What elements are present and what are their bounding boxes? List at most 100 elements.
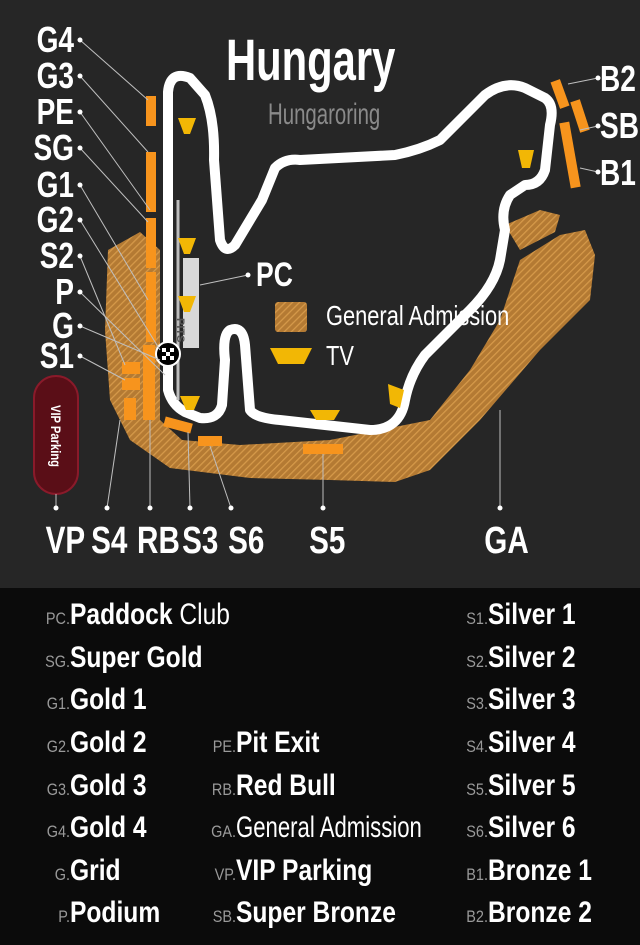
grandstand-s3	[163, 416, 193, 434]
vip-parking-label: VIP Parking	[48, 404, 64, 468]
legend-item: B1.Bronze 1	[420, 856, 615, 886]
tv-markers	[178, 118, 534, 420]
legend-name: Gold 1	[70, 683, 147, 716]
label-g: G	[52, 305, 74, 346]
label-g2: G2	[36, 199, 74, 240]
legend-code: RB.	[211, 780, 236, 799]
legend-code: G2.	[46, 737, 70, 756]
legend-item: G1.Gold 1	[0, 685, 163, 715]
legend-item: G3.Gold 3	[0, 771, 163, 801]
grandstand-s1b	[122, 378, 140, 390]
legend-code: SB.	[212, 907, 236, 926]
legend-code: GA.	[211, 822, 236, 841]
tv-icon	[180, 396, 200, 410]
grandstand-s5	[303, 444, 343, 454]
legend-name: Super Bronze	[236, 896, 396, 929]
legend-name: Podium	[70, 896, 161, 929]
label-rb: RB	[137, 520, 180, 562]
grandstand-s6	[198, 436, 222, 446]
label-g4: G4	[36, 19, 74, 60]
legend-name: Bronze 2	[488, 896, 592, 929]
legend-item: G.Grid	[0, 856, 132, 886]
label-ga: GA	[484, 520, 529, 562]
map-subtitle: Hungaroring	[268, 98, 381, 131]
legend-name: Gold 2	[70, 726, 147, 759]
legend-name: Silver 4	[488, 726, 576, 759]
legend-code: PC.	[45, 609, 70, 628]
legend-item: SG.Super Gold	[0, 643, 232, 673]
label-s4: S4	[91, 520, 128, 562]
tv-icon	[178, 296, 196, 312]
legend-code: G4.	[46, 822, 70, 841]
pc-label: PC	[256, 256, 293, 294]
map-title: Hungary	[226, 28, 396, 93]
legend-code: S5.	[466, 780, 488, 799]
grandstand-s4	[124, 398, 136, 420]
legend-name: General Admission	[236, 811, 422, 844]
legend-name: Super Gold	[70, 641, 203, 674]
grandstand-g2	[146, 272, 156, 342]
legend-item: B2.Bronze 2	[420, 898, 615, 928]
legend-code: S2.	[466, 652, 488, 671]
legend-item: S5.Silver 5	[420, 771, 595, 801]
legend-code: P.	[58, 907, 70, 926]
label-vp: VP	[45, 520, 86, 562]
legend-item: GA.General Admission	[170, 813, 488, 843]
legend-name: Bronze 1	[488, 854, 592, 887]
legend-code: G.	[54, 865, 70, 884]
label-g1: G1	[36, 164, 74, 205]
legend-item: G2.Gold 2	[0, 728, 163, 758]
grandstand-g4	[146, 96, 156, 126]
legend-name: Pit Exit	[236, 726, 320, 759]
legend-code: PE.	[212, 737, 236, 756]
grandstand-sb	[570, 99, 590, 133]
grandstand-s1	[122, 362, 140, 374]
circuit-map: Hungary Hungaroring PITS General Admissi…	[0, 0, 640, 588]
general-admission-area-north	[505, 210, 560, 250]
label-sb: SB	[600, 105, 640, 146]
legend-name: Gold 3	[70, 769, 147, 802]
grandstand-b1	[559, 121, 581, 189]
tv-legend-label: TV	[326, 340, 354, 371]
label-b2: B2	[600, 58, 636, 99]
tv-icon	[310, 410, 340, 420]
legend-name: Silver 3	[488, 683, 576, 716]
legend-name: Grid	[70, 854, 121, 887]
grandstand-g1	[146, 218, 156, 268]
legend-code: VP.	[214, 865, 236, 884]
label-s2: S2	[39, 235, 74, 276]
grandstand-g3	[146, 152, 156, 212]
label-b1: B1	[600, 152, 636, 193]
label-s5: S5	[309, 520, 346, 562]
legend-code: B1.	[466, 865, 488, 884]
tv-icon	[518, 150, 534, 168]
legend-code: SG.	[45, 652, 70, 671]
legend-item: RB.Red Bull	[170, 771, 358, 801]
legend-item: S2.Silver 2	[420, 643, 595, 673]
label-g3: G3	[36, 55, 74, 96]
race-track	[163, 70, 557, 435]
label-s1: S1	[39, 335, 74, 376]
legend-item: PC.Paddock Club	[0, 600, 265, 630]
pits-label: PITS	[174, 318, 186, 343]
legend-name: Silver 1	[488, 598, 576, 631]
legend-name: Silver 6	[488, 811, 576, 844]
grandstand-rb	[143, 345, 155, 420]
ga-legend-label: General Admission	[326, 300, 510, 331]
leader-dots	[53, 37, 601, 511]
legend-code: B2.	[466, 907, 488, 926]
label-s3: S3	[182, 520, 219, 562]
label-s6: S6	[228, 520, 265, 562]
legend-code: S3.	[466, 694, 488, 713]
legend-code: G3.	[46, 780, 70, 799]
legend-code: S1.	[466, 609, 488, 628]
legend-name: Silver 5	[488, 769, 576, 802]
grandstand-b2	[550, 79, 570, 109]
legend-item: VP.VIP Parking	[170, 856, 402, 886]
tv-icon	[178, 238, 196, 254]
tv-legend-icon	[270, 348, 312, 364]
legend-item: S1.Silver 1	[420, 600, 595, 630]
legend-code: G1.	[46, 694, 70, 713]
legend-code: S4.	[466, 737, 488, 756]
legend-item: P.Podium	[0, 898, 180, 928]
